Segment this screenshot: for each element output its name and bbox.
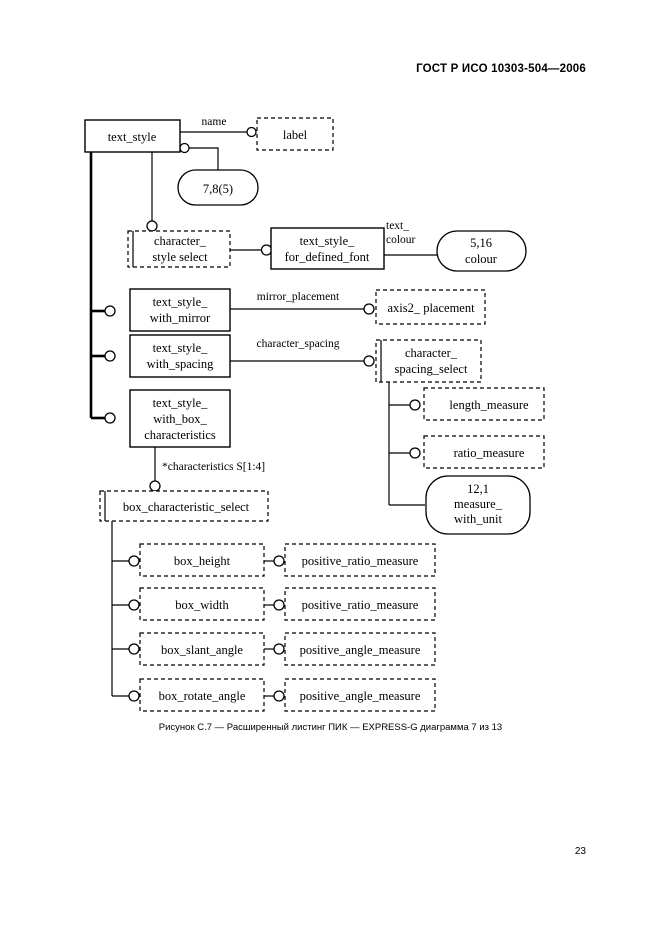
box-char-line1: text_style_	[153, 396, 209, 410]
box-char-line2: with_box_	[153, 412, 207, 426]
spacing-line2: with_spacing	[147, 357, 214, 371]
relation-text-colour-line1: text_	[386, 220, 409, 232]
positive-ratio-measure-2-label: positive_ratio_measure	[302, 598, 419, 612]
defined-font-line1: text_style_	[300, 234, 356, 248]
box-width-label: box_width	[175, 598, 229, 612]
circle-ratio-measure	[409, 447, 421, 459]
express-g-diagram: text_style name label 7,8(5) character_ …	[84, 116, 545, 712]
circle-positive-ratio-measure-1	[273, 555, 285, 567]
box-char-line3: characteristics	[144, 428, 216, 442]
circle-defined-font	[260, 244, 273, 256]
entity-positive-ratio-measure-1[interactable]	[284, 543, 436, 577]
relation-text-colour-line2: colour	[386, 234, 416, 246]
entity-ratio-measure[interactable]	[423, 435, 545, 469]
page-ref-12-1-line1: 12,1	[467, 482, 489, 496]
box-rotate-angle-label: box_rotate_angle	[159, 689, 246, 703]
relation-mirror-placement-label: mirror_placement	[257, 291, 340, 303]
circle-character-spacing-select	[363, 355, 375, 367]
entity-positive-ratio-measure-2[interactable]	[284, 587, 436, 621]
circle-positive-angle-measure-2	[273, 690, 285, 702]
box-height-label: box_height	[174, 554, 231, 568]
entity-positive-angle-measure-1[interactable]	[284, 632, 436, 666]
entity-character-style-select[interactable]	[127, 230, 231, 268]
relation-character-spacing-label: character_spacing	[256, 338, 339, 350]
entity-label[interactable]	[256, 117, 334, 151]
page-ref-7-8-5-label: 7,8(5)	[203, 182, 233, 196]
mirror-line1: text_style_	[153, 295, 209, 309]
page-ref-7-8-5[interactable]	[177, 169, 259, 206]
entity-text-style[interactable]	[84, 119, 181, 153]
positive-ratio-measure-1-label: positive_ratio_measure	[302, 554, 419, 568]
box-characteristic-select-label: box_characteristic_select	[123, 500, 250, 514]
page-ref-5-16-line2: colour	[465, 252, 498, 266]
entity-text-style-for-defined-font[interactable]	[270, 227, 385, 270]
entity-box-characteristic-select[interactable]	[99, 490, 269, 522]
standard-header: ГОСТ Р ИСО 10303-504—2006	[416, 63, 586, 75]
positive-angle-measure-2-label: positive_angle_measure	[300, 689, 421, 703]
spacing-line1: text_style_	[153, 341, 209, 355]
page-number: 23	[574, 846, 586, 857]
entity-text-style-with-box-characteristics[interactable]	[129, 389, 231, 448]
character-spacing-select-line2: spacing_select	[395, 362, 468, 376]
relation-characteristics-label: *characteristics S[1:4]	[162, 461, 265, 473]
circle-subtype-spacing	[104, 350, 116, 362]
circle-name	[246, 126, 257, 138]
entity-length-measure[interactable]	[423, 387, 545, 421]
circle-box-rotate-angle	[128, 690, 140, 702]
figure-caption: Рисунок С.7 — Расширенный листинг ПИК — …	[158, 722, 503, 733]
circle-box-width	[128, 599, 140, 611]
entity-text-style-with-mirror[interactable]	[129, 288, 231, 332]
axis2-placement-label: axis2_ placement	[387, 301, 475, 315]
entity-text-style-label: text_style	[108, 130, 157, 144]
page-ref-5-16-colour[interactable]	[436, 230, 527, 272]
length-measure-label: length_measure	[449, 398, 529, 412]
entity-character-spacing-select[interactable]	[375, 339, 482, 383]
link-page-ref-785	[189, 147, 219, 170]
ratio-measure-label: ratio_measure	[454, 446, 525, 460]
page-ref-5-16-line1: 5,16	[470, 236, 492, 250]
circle-subtype-box	[104, 412, 116, 424]
character-style-select-line2: style select	[152, 250, 208, 264]
character-style-select-line1: character_	[154, 234, 207, 248]
circle-positive-ratio-measure-2	[273, 599, 285, 611]
entity-box-rotate-angle[interactable]	[139, 678, 265, 712]
page-ref-12-1-line2: measure_	[454, 497, 503, 511]
character-spacing-select-line1: character_	[405, 346, 458, 360]
circle-axis2-placement	[363, 303, 375, 315]
defined-font-line2: for_defined_font	[285, 250, 370, 264]
page-ref-12-1-line3: with_unit	[454, 512, 502, 526]
entity-axis2-placement[interactable]	[375, 289, 486, 325]
positive-angle-measure-1-label: positive_angle_measure	[300, 643, 421, 657]
relation-name-label: name	[202, 116, 227, 128]
circle-character-style-select	[146, 220, 158, 232]
circle-length-measure	[409, 399, 421, 411]
circle-box-height	[128, 555, 140, 567]
circle-subtype-mirror	[104, 305, 116, 317]
box-slant-angle-label: box_slant_angle	[161, 643, 243, 657]
circle-box-characteristic-select	[149, 480, 161, 492]
circle-box-slant-angle	[128, 643, 140, 655]
entity-box-slant-angle[interactable]	[139, 632, 265, 666]
entity-box-width[interactable]	[139, 587, 265, 621]
entity-positive-angle-measure-2[interactable]	[284, 678, 436, 712]
entity-box-height[interactable]	[139, 543, 265, 577]
circle-positive-angle-measure-1	[273, 643, 285, 655]
entity-label-text: label	[283, 128, 308, 142]
page-ref-12-1-measure-with-unit[interactable]	[425, 475, 531, 535]
mirror-line2: with_mirror	[150, 311, 211, 325]
circle-page-ref-785	[179, 142, 190, 154]
entity-text-style-with-spacing[interactable]	[129, 334, 231, 378]
